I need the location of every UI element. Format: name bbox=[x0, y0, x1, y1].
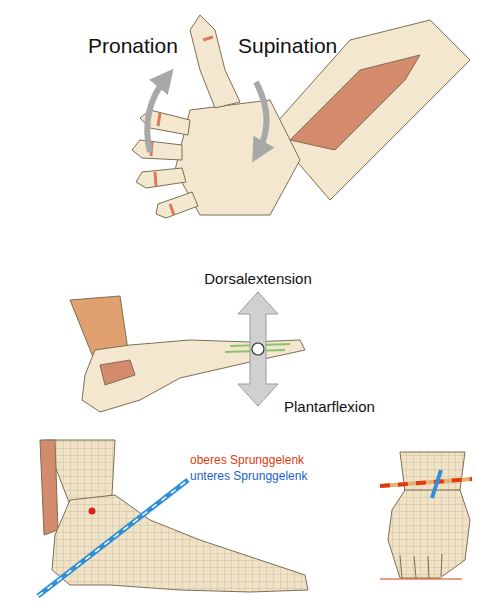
tendon bbox=[100, 360, 135, 385]
finger bbox=[156, 192, 198, 218]
rotation-arrow bbox=[256, 82, 267, 152]
finger bbox=[132, 140, 182, 160]
hand-illustration bbox=[132, 15, 470, 218]
axis-line bbox=[432, 470, 441, 498]
axis-point bbox=[252, 343, 264, 355]
joint-dot bbox=[89, 508, 96, 515]
foot-lateral-illustration bbox=[40, 440, 308, 592]
foot bbox=[82, 340, 305, 412]
axis-line-dash bbox=[380, 479, 472, 486]
finger bbox=[136, 168, 186, 188]
joint-marks bbox=[151, 37, 213, 215]
foot-front bbox=[388, 490, 470, 578]
thumb bbox=[190, 15, 240, 108]
rotation-arrow bbox=[147, 78, 166, 152]
motion-label: Pronation bbox=[88, 34, 178, 58]
foot-front-illustration bbox=[388, 452, 470, 578]
axis-line-dash bbox=[38, 480, 188, 596]
ground-line bbox=[380, 579, 462, 580]
axis-line bbox=[38, 480, 188, 596]
foot-bones bbox=[52, 495, 308, 592]
double-arrow bbox=[238, 292, 278, 406]
toes-front bbox=[400, 554, 442, 578]
axis-line bbox=[380, 479, 472, 486]
motion-label: Supination bbox=[238, 34, 337, 58]
joint-label: unteres Sprunggelenk bbox=[190, 470, 307, 484]
muscle bbox=[40, 440, 58, 535]
forearm-muscle bbox=[290, 55, 420, 150]
joint-label: oberes Sprunggelenk bbox=[190, 454, 304, 468]
leg-front bbox=[400, 452, 465, 492]
motion-label: Dorsalextension bbox=[204, 270, 312, 287]
motion-label: Plantarflexion bbox=[284, 398, 375, 415]
